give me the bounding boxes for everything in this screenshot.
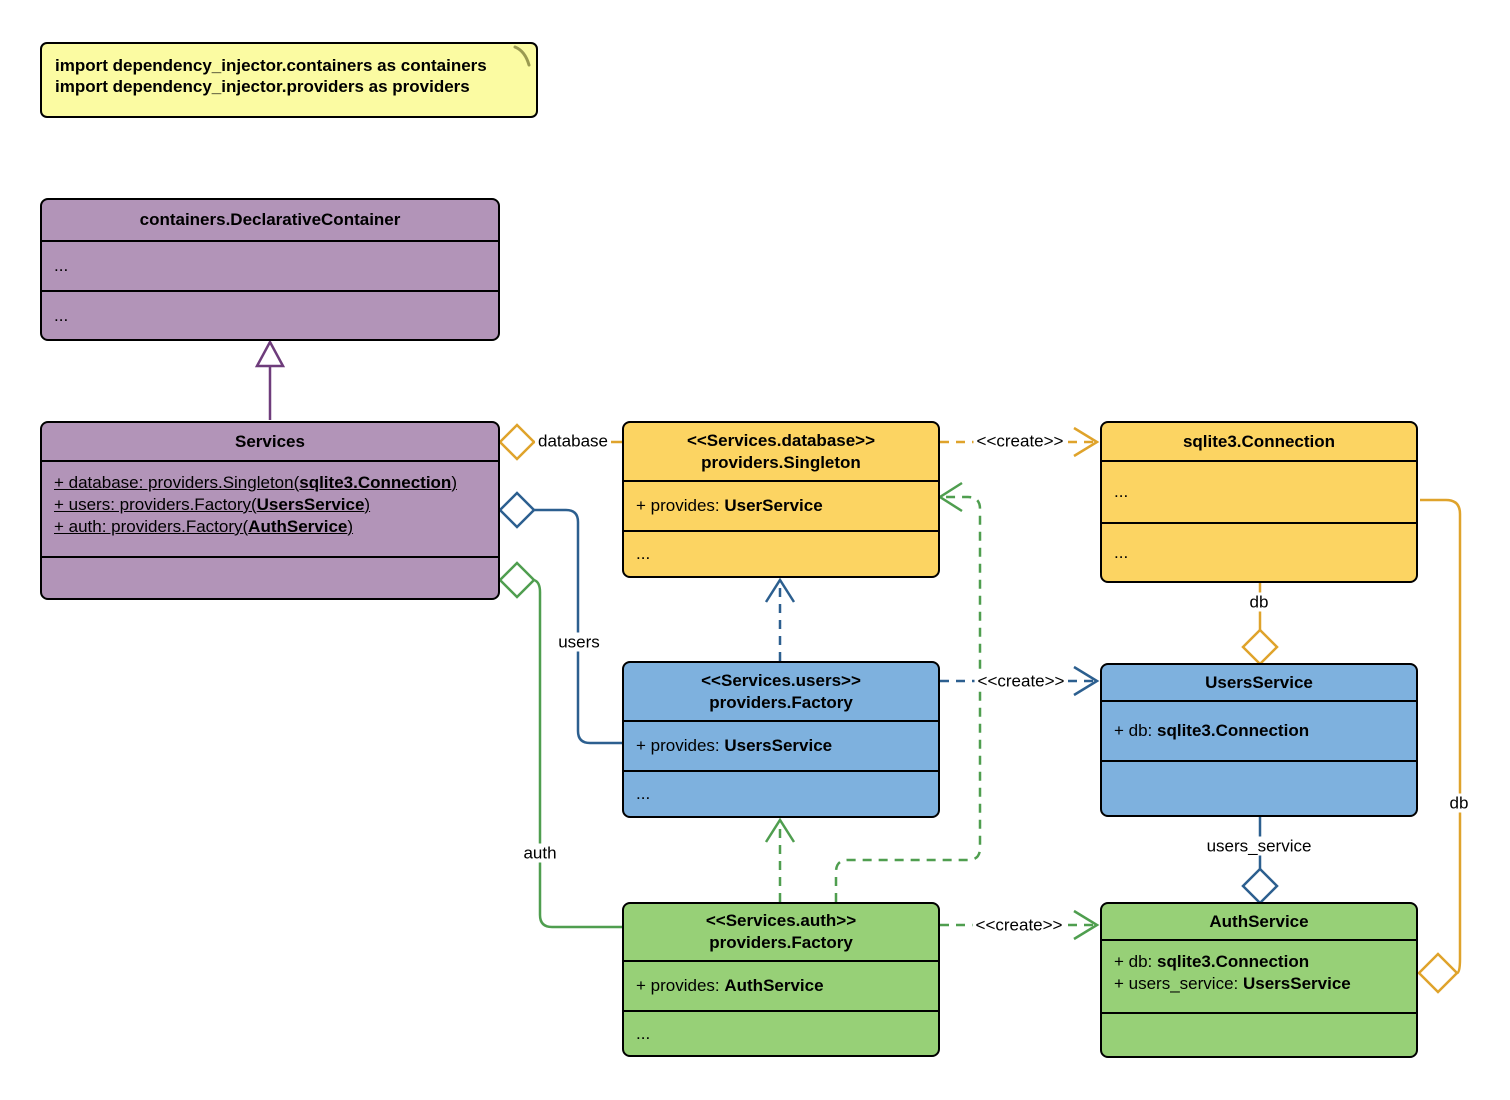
class-sqlite-connection: sqlite3.Connection ... ... [1100, 421, 1418, 583]
stereotype-text: <<Services.database>> [686, 430, 876, 450]
edge-users-service-auth [1241, 817, 1279, 905]
methods-compartment: ... [1102, 522, 1416, 581]
edge-label-users: users [555, 632, 603, 652]
class-title: <<Services.database>> providers.Singleto… [624, 423, 938, 480]
class-title-text: providers.Singleton [701, 452, 861, 472]
fields-compartment: ... [1102, 460, 1416, 522]
ellipsis-text: ... [636, 544, 651, 563]
class-services: Services + database: providers.Singleton… [40, 421, 500, 600]
ellipsis-text: ... [1114, 482, 1129, 501]
attr-users: + users: providers.Factory(UsersService) [54, 495, 371, 514]
class-title: containers.DeclarativeContainer [42, 200, 498, 240]
attr-db: + db: sqlite3.Connection [1114, 952, 1310, 971]
ellipsis-text: ... [636, 1023, 651, 1043]
note-line: import dependency_injector.containers as… [55, 56, 487, 75]
note-fold-icon [513, 45, 531, 67]
ellipsis-text: ... [1114, 542, 1129, 562]
methods-compartment: ... [624, 770, 938, 816]
class-database-singleton: <<Services.database>> providers.Singleto… [622, 421, 940, 578]
class-title-text: providers.Factory [709, 692, 853, 712]
class-auth-service: AuthService + db: sqlite3.Connection + u… [1100, 902, 1418, 1058]
attr-provides: + provides: AuthService [636, 976, 824, 995]
edge-label-users-service: users_service [1203, 836, 1315, 856]
methods-compartment [1102, 1012, 1416, 1056]
edge-auth-users-dep [764, 817, 796, 902]
class-title: <<Services.auth>> providers.Factory [624, 904, 938, 960]
attr-database: + database: providers.Singleton(sqlite3.… [54, 473, 457, 492]
edge-label-create-users: <<create>> [974, 671, 1068, 691]
attr-db: + db: sqlite3.Connection [1114, 721, 1310, 740]
class-title-text: Services [235, 431, 305, 451]
edge-users-provides [764, 577, 796, 661]
methods-compartment: ... [624, 530, 938, 576]
class-users-factory: <<Services.users>> providers.Factory + p… [622, 661, 940, 818]
methods-compartment: ... [42, 290, 498, 339]
class-title-text: sqlite3.Connection [1182, 431, 1336, 451]
edge-auth [498, 561, 622, 929]
stereotype-text: <<Services.users>> [701, 670, 861, 690]
edge-label-db-vertical: db [1246, 592, 1272, 612]
fields-compartment: + provides: UsersService [624, 720, 938, 770]
class-title: Services [42, 423, 498, 460]
edge-db-auth-service [1417, 498, 1462, 994]
class-title: UsersService [1102, 665, 1416, 700]
fields-compartment: + db: sqlite3.Connection + users_service… [1102, 939, 1416, 1012]
attr-provides: + provides: UserService [636, 496, 823, 515]
edge-label-auth: auth [520, 843, 560, 863]
attr-users-service: + users_service: UsersService [1114, 974, 1351, 993]
class-title-text: AuthService [1209, 911, 1309, 931]
ellipsis-text: ... [636, 784, 651, 803]
fields-compartment: + database: providers.Singleton(sqlite3.… [42, 460, 498, 556]
class-title-text: containers.DeclarativeContainer [139, 210, 401, 229]
class-title: <<Services.users>> providers.Factory [624, 663, 938, 720]
edge-label-db-right: db [1446, 793, 1472, 813]
methods-compartment [42, 556, 498, 598]
fields-compartment: ... [42, 240, 498, 290]
fields-compartment: + provides: UserService [624, 480, 938, 530]
class-auth-factory: <<Services.auth>> providers.Factory + pr… [622, 902, 940, 1057]
fields-compartment: + provides: AuthService [624, 960, 938, 1010]
class-users-service: UsersService + db: sqlite3.Connection [1100, 663, 1418, 817]
edge-label-database: database [535, 431, 611, 451]
inheritance-arrow [254, 339, 286, 420]
edge-label-create-auth: <<create>> [972, 915, 1066, 935]
attr-provides: + provides: UsersService [636, 736, 833, 755]
edge-users [498, 491, 622, 745]
methods-compartment: ... [624, 1010, 938, 1055]
stereotype-text: <<Services.auth>> [705, 911, 857, 930]
fields-compartment: + db: sqlite3.Connection [1102, 700, 1416, 760]
class-title: AuthService [1102, 904, 1416, 939]
ellipsis-text: ... [54, 256, 69, 275]
class-title: sqlite3.Connection [1102, 423, 1416, 460]
ellipsis-text: ... [54, 305, 69, 325]
edge-label-create-database: <<create>> [973, 431, 1067, 451]
class-title-text: providers.Factory [709, 933, 853, 952]
class-declarative-container: containers.DeclarativeContainer ... ... [40, 198, 500, 341]
note-imports: import dependency_injector.containers as… [40, 42, 538, 118]
methods-compartment [1102, 760, 1416, 815]
attr-auth: + auth: providers.Factory(AuthService) [54, 517, 354, 536]
class-title-text: UsersService [1205, 672, 1313, 692]
note-line: import dependency_injector.providers as … [55, 77, 470, 96]
